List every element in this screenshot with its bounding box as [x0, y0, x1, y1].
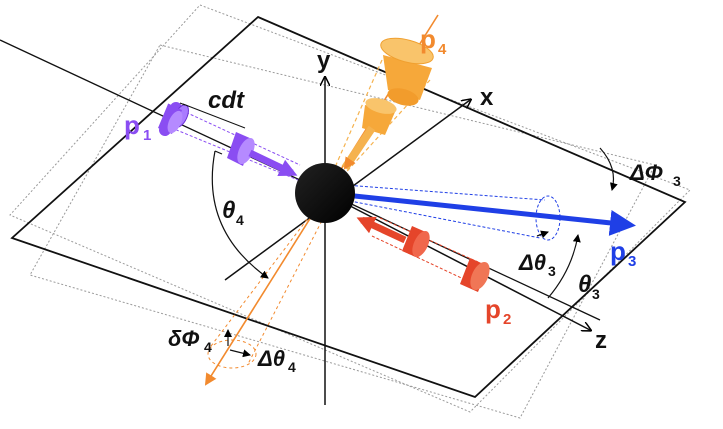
- cdt-tick-left: [179, 102, 186, 106]
- dtheta3-arc: [536, 230, 549, 239]
- p3-label-main: p: [610, 236, 626, 266]
- vertex-ball-icon: [295, 163, 355, 223]
- p3-momentum-arrow: [344, 192, 636, 236]
- dtheta4-marker: [229, 349, 251, 358]
- p4-label-main: p: [420, 24, 436, 54]
- p1-label-sub: 1: [143, 127, 151, 144]
- dtheta3-label-main: Δθ: [518, 250, 546, 275]
- p4-bunch-upper: [380, 37, 434, 106]
- dphi4-label: δΦ 4: [168, 326, 212, 355]
- p2-label-main: p: [485, 294, 501, 324]
- p2-label-sub: 2: [503, 311, 511, 328]
- p2-label: p 2: [485, 294, 511, 328]
- dtheta4-label: Δθ 4: [257, 346, 296, 375]
- p2-bunch-front: [402, 226, 430, 258]
- dtheta3-label: Δθ 3: [518, 250, 556, 279]
- dphi4-label-sub: 4: [204, 339, 212, 355]
- cdt-bracket: [182, 103, 246, 129]
- theta3-arc: [547, 234, 581, 299]
- p2-dashed-pipe: [371, 217, 479, 283]
- dtheta4-label-main: Δθ: [257, 346, 285, 371]
- dphi3-label: ΔΦ 3: [629, 160, 681, 189]
- theta4-arc-start: [214, 150, 223, 155]
- p3-label-sub: 3: [628, 253, 636, 270]
- dtheta3-label-sub: 3: [548, 263, 556, 279]
- p4-momentum-arrow: [341, 125, 376, 171]
- p1-label: p 1: [124, 110, 151, 144]
- p4-label: p 4: [420, 24, 447, 58]
- theta3-label: θ 3: [578, 271, 600, 302]
- theta4-label: θ 4: [222, 197, 244, 228]
- x-axis-label: x: [480, 84, 494, 111]
- dotted-planes: [9, 4, 691, 419]
- p1-bunch-back: [158, 102, 189, 136]
- y-axis-label: y: [317, 47, 331, 74]
- dphi3-label-sub: 3: [673, 173, 681, 189]
- p2-momentum-arrow: [356, 216, 407, 244]
- z-axis: [324, 192, 590, 330]
- theta3-label-main: θ: [578, 271, 591, 298]
- z-axis-label: z: [595, 327, 607, 354]
- p2-bunch-back: [460, 258, 490, 292]
- dphi3-arc: [599, 147, 618, 191]
- theta3-label-sub: 3: [592, 286, 600, 302]
- p1-label-main: p: [124, 110, 140, 140]
- p1-bunch-front: [227, 132, 255, 166]
- p1-momentum-arrow: [248, 149, 298, 177]
- dphi4-label-main: δΦ: [168, 326, 200, 351]
- dphi3-label-main: ΔΦ: [629, 160, 663, 185]
- p1-dashed-pipe: [161, 103, 301, 181]
- p4-label-sub: 4: [438, 41, 447, 58]
- cdt-label: cdt: [208, 87, 245, 114]
- theta4-label-main: θ: [222, 197, 235, 224]
- p3-label: p 3: [610, 236, 636, 270]
- p4-lower-cone: [207, 204, 331, 369]
- theta4-arc: [211, 150, 269, 279]
- theta4-label-sub: 4: [236, 212, 244, 228]
- dtheta4-label-sub: 4: [288, 359, 296, 375]
- transverse-plane: [10, 15, 687, 399]
